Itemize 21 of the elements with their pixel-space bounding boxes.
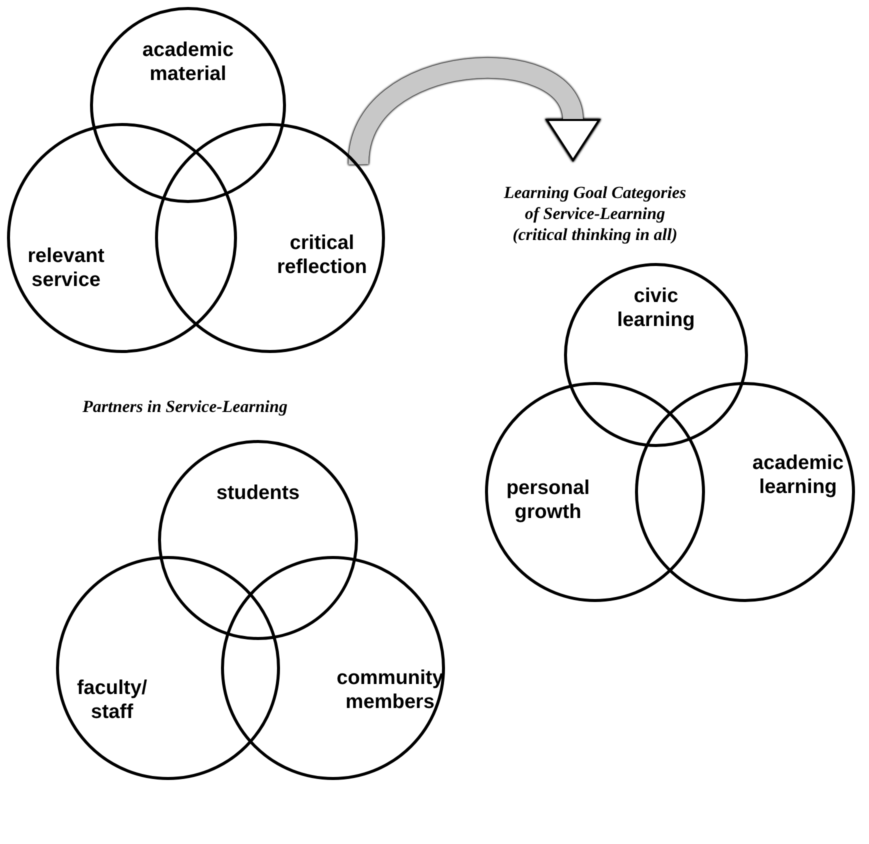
circle-label: academic material: [141, 38, 235, 86]
venn-circle: [90, 7, 286, 203]
circle-label: personal growth: [505, 476, 591, 524]
curved-arrow: [348, 58, 600, 166]
circle-label: relevant service: [26, 244, 106, 292]
circle-label: civic learning: [616, 284, 696, 332]
venn-circle: [564, 263, 748, 447]
circle-label: academic learning: [751, 451, 845, 499]
section-heading: Partners in Service-Learning: [82, 396, 288, 417]
circle-label: students: [215, 481, 301, 505]
circle-label: critical reflection: [276, 231, 368, 279]
venn-circle: [56, 556, 280, 780]
circle-label: community members: [336, 666, 444, 714]
circle-label: faculty/ staff: [76, 676, 148, 724]
venn-circle: [155, 123, 385, 353]
venn-circle: [485, 382, 705, 602]
venn-circle: [7, 123, 237, 353]
section-heading: Learning Goal Categories of Service-Learning (critical thinking in all): [500, 182, 690, 245]
venn-circle: [158, 440, 358, 640]
venn-circle: [221, 556, 445, 780]
venn-circle: [635, 382, 855, 602]
